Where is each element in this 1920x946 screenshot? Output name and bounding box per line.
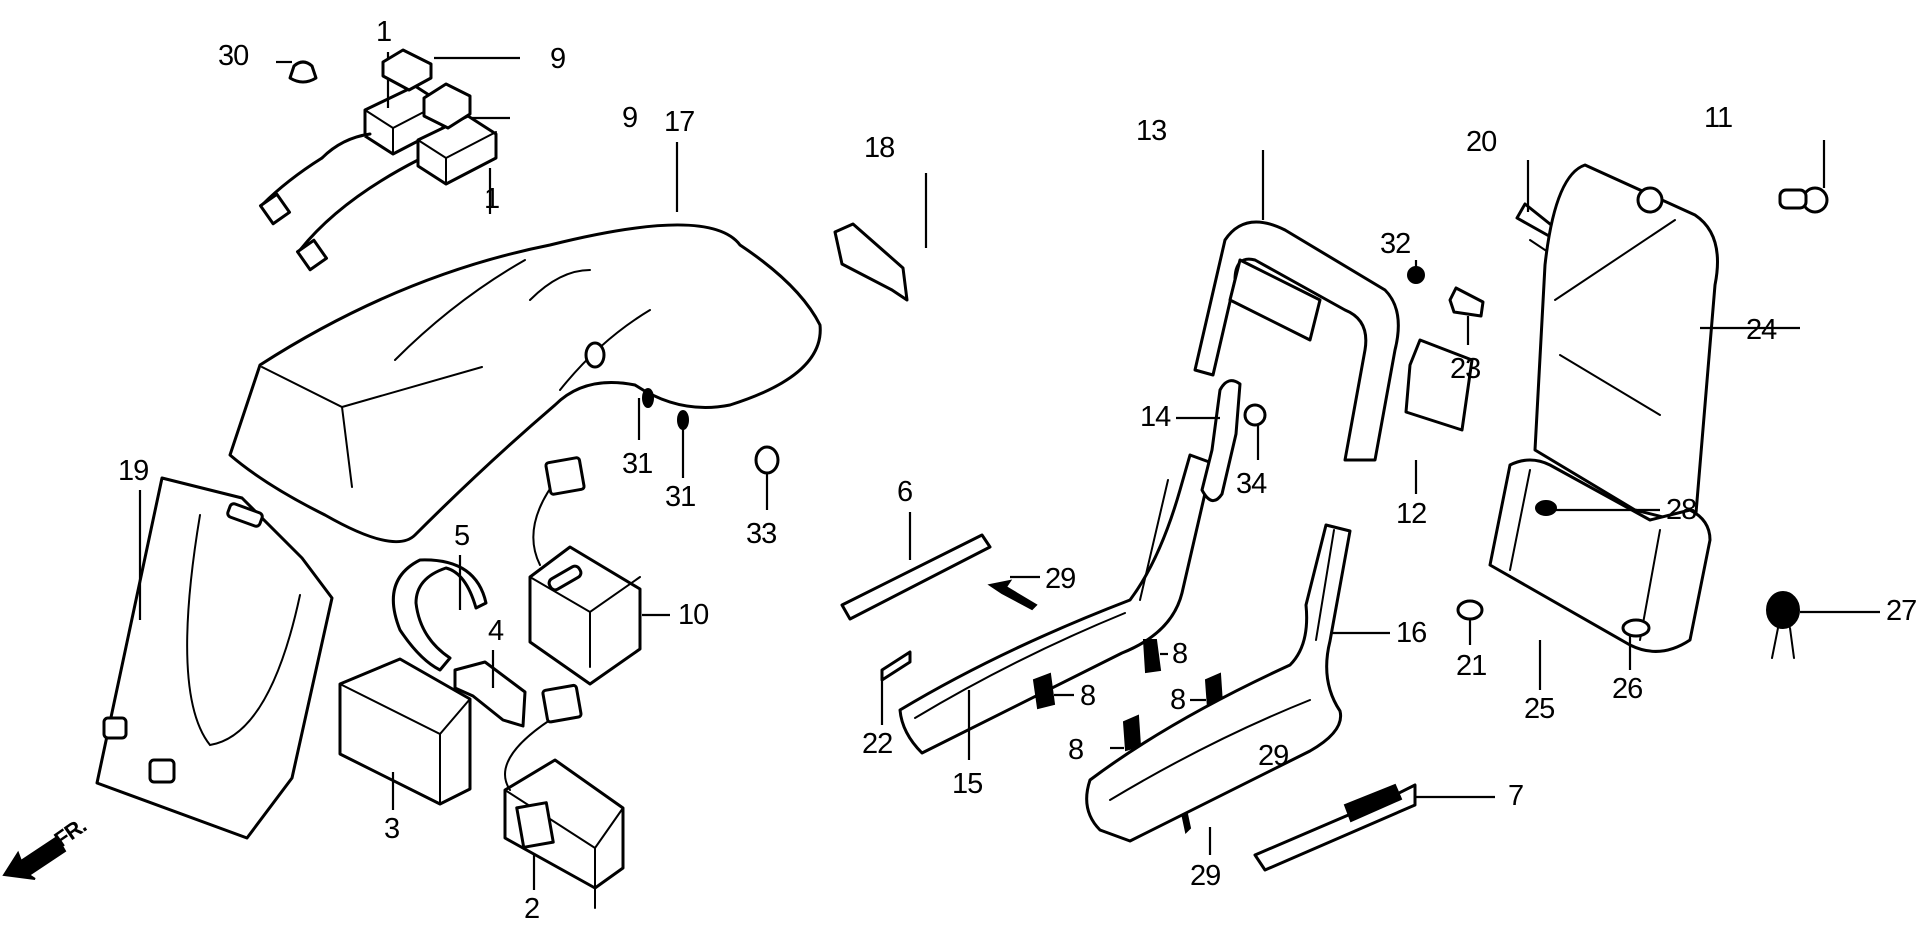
callout-2[interactable]: 2 [524,893,540,925]
callout-15[interactable]: 15 [952,768,983,800]
callout-11[interactable]: 11 [1704,102,1733,134]
callout-8-a[interactable]: 8 [1172,638,1188,670]
callout-3[interactable]: 3 [384,813,400,845]
callout-9-upper[interactable]: 9 [550,43,566,75]
rivet-icon [637,388,689,478]
callout-1-lower[interactable]: 1 [484,183,500,215]
cable-clamp-icon [1766,591,1880,659]
callout-6[interactable]: 6 [897,476,913,508]
rear-fender-icon [228,142,822,544]
nut-icon [1407,260,1425,284]
rubber-mount-icon [381,48,520,130]
collar-icon [1621,618,1651,670]
trim-icon [1253,783,1495,872]
clip-bolt-icon [1535,500,1660,516]
holder-icon [453,650,527,728]
callout-7[interactable]: 7 [1508,780,1524,812]
callout-32[interactable]: 32 [1380,228,1411,260]
callout-8-b[interactable]: 8 [1080,680,1096,712]
fender-bracket-icon [833,173,928,302]
callout-13[interactable]: 13 [1136,115,1167,147]
callout-30[interactable]: 30 [218,40,249,72]
bolt-icon [1243,403,1267,460]
callout-24[interactable]: 24 [1746,314,1777,346]
callout-27[interactable]: 27 [1886,595,1917,627]
relay-box-icon [528,456,670,686]
callout-12[interactable]: 12 [1396,498,1427,530]
callout-1-upper[interactable]: 1 [376,16,392,48]
callout-28[interactable]: 28 [1666,494,1697,526]
callout-31-b[interactable]: 31 [665,481,696,513]
left-seat-rail-icon [898,453,1214,760]
label-icon [1448,286,1485,345]
band-icon [391,555,488,672]
grommet-bolt-icon [1778,140,1829,214]
callout-10[interactable]: 10 [678,599,709,631]
stay-icon [1176,379,1242,502]
callout-29-a[interactable]: 29 [1045,563,1076,595]
callout-25[interactable]: 25 [1524,693,1555,725]
callout-8-c[interactable]: 8 [1170,684,1186,716]
callout-29-c[interactable]: 29 [1190,860,1221,892]
battery-box-cover-icon [1533,163,1800,527]
front-direction-arrow-icon [2,835,67,880]
callout-16[interactable]: 16 [1396,617,1427,649]
cap-nut-icon [276,60,318,84]
callout-19[interactable]: 19 [118,455,149,487]
right-seat-rail-icon [1085,523,1390,843]
callout-18[interactable]: 18 [864,132,895,164]
callout-9-lower[interactable]: 9 [622,102,638,134]
grab-rail-icon [1193,150,1400,462]
side-trim-icon [840,512,992,621]
callout-26[interactable]: 26 [1612,673,1643,705]
rubber-cushion-icon [1456,599,1484,645]
callout-5[interactable]: 5 [454,520,470,552]
fuse-box-icon [338,657,472,810]
callout-34[interactable]: 34 [1236,468,1267,500]
callout-21[interactable]: 21 [1456,650,1487,682]
grommet-icon [754,445,780,510]
rear-inner-fender-icon [95,476,334,840]
callout-14[interactable]: 14 [1140,401,1171,433]
callout-33[interactable]: 33 [746,518,777,550]
callout-17[interactable]: 17 [664,106,695,138]
emblem-icon [880,650,912,725]
callout-20[interactable]: 20 [1466,126,1497,158]
callout-22[interactable]: 22 [862,728,893,760]
callout-31-a[interactable]: 31 [622,448,653,480]
callout-29-b[interactable]: 29 [1258,740,1289,772]
relay-icon [503,683,625,909]
callout-4[interactable]: 4 [488,615,504,647]
plate-icon [1404,338,1474,494]
callout-23[interactable]: 23 [1450,353,1481,385]
callout-8-d[interactable]: 8 [1068,734,1084,766]
